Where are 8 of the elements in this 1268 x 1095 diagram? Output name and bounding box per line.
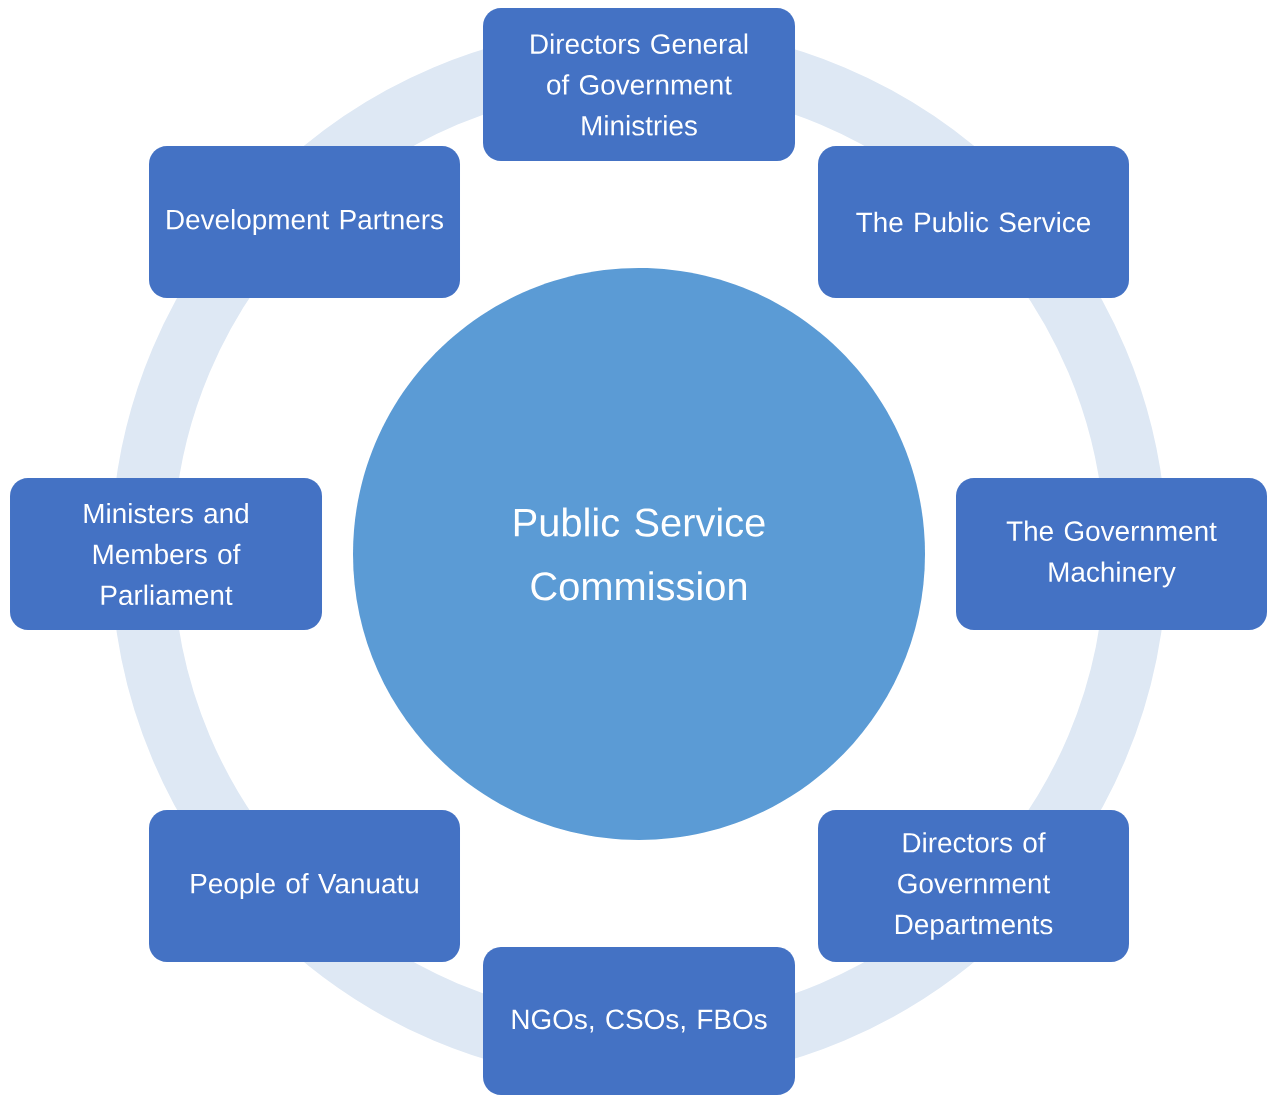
stakeholder-box: People of Vanuatu	[149, 810, 460, 962]
stakeholder-box: Directors of Government Departments	[818, 810, 1129, 962]
stakeholder-box: The Government Machinery	[956, 478, 1267, 630]
stakeholder-box: Directors General of Government Ministries	[483, 8, 795, 161]
stakeholder-box: The Public Service	[818, 146, 1129, 298]
stakeholder-box: Development Partners	[149, 146, 460, 298]
stakeholder-box: NGOs, CSOs, FBOs	[483, 947, 795, 1095]
stakeholder-box: Ministers and Members of Parliament	[10, 478, 322, 630]
